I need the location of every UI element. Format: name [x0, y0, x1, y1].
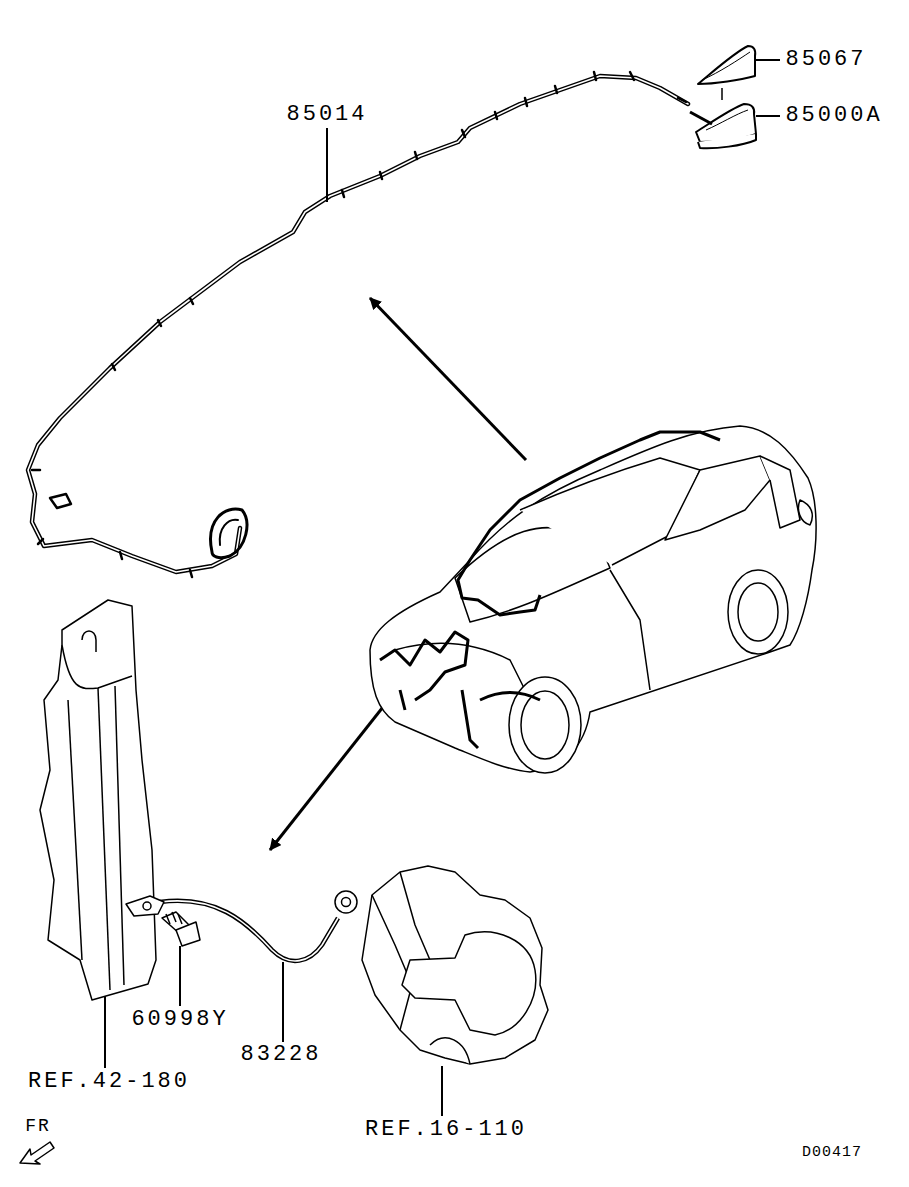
- reference-label: REF.16-110: [365, 1119, 527, 1141]
- callout-number: 60998Y: [131, 1009, 228, 1031]
- drawing-number: D00417: [802, 1145, 862, 1160]
- vehicle-wiring: [380, 432, 720, 748]
- antenna-parts: [690, 46, 756, 148]
- vehicle-outline: [370, 426, 816, 773]
- direction-label: FR: [25, 1117, 51, 1135]
- callout-number: 83228: [240, 1044, 321, 1066]
- callout-number: 85067: [785, 49, 866, 71]
- body-panel: [40, 600, 156, 1000]
- front-direction-arrow: [20, 1142, 54, 1164]
- alternator: [362, 866, 548, 1064]
- ground-cable: [126, 891, 357, 961]
- callout-number: 85000A: [785, 105, 882, 127]
- reference-label: REF.42-180: [28, 1071, 190, 1093]
- callout-number: 85014: [286, 104, 367, 126]
